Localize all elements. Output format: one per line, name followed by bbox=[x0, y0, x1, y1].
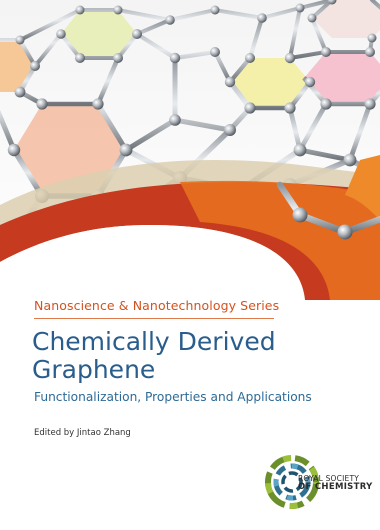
hex-pink-right bbox=[304, 52, 380, 104]
graphene-lattice-illustration bbox=[0, 0, 380, 300]
swoosh-bands bbox=[0, 155, 380, 300]
series-name: Nanoscience & Nanotechnology Series bbox=[34, 298, 280, 313]
band-white-cut bbox=[0, 225, 305, 300]
title-line-2: Graphene bbox=[32, 355, 156, 384]
series-divider bbox=[34, 318, 274, 319]
book-title: Chemically Derived Graphene bbox=[32, 328, 276, 384]
publisher-line-1: ROYAL SOCIETY bbox=[298, 474, 360, 483]
band-orange bbox=[180, 180, 380, 300]
band-beige bbox=[0, 159, 380, 240]
publisher-name: ROYAL SOCIETY OF CHEMISTRY bbox=[298, 474, 373, 492]
book-subtitle: Functionalization, Properties and Applic… bbox=[34, 390, 312, 404]
band-orange-light bbox=[345, 155, 380, 220]
rsc-ring-logo bbox=[265, 455, 319, 509]
hex-yellow-right bbox=[230, 58, 310, 108]
hexagon-fills bbox=[0, 0, 380, 196]
hex-pale-top-right bbox=[312, 0, 380, 38]
title-line-1: Chemically Derived bbox=[32, 327, 276, 356]
publisher-line-2: OF CHEMISTRY bbox=[298, 482, 373, 492]
editor-credit: Edited by Jintao Zhang bbox=[34, 428, 131, 438]
hex-green-top bbox=[61, 10, 137, 58]
